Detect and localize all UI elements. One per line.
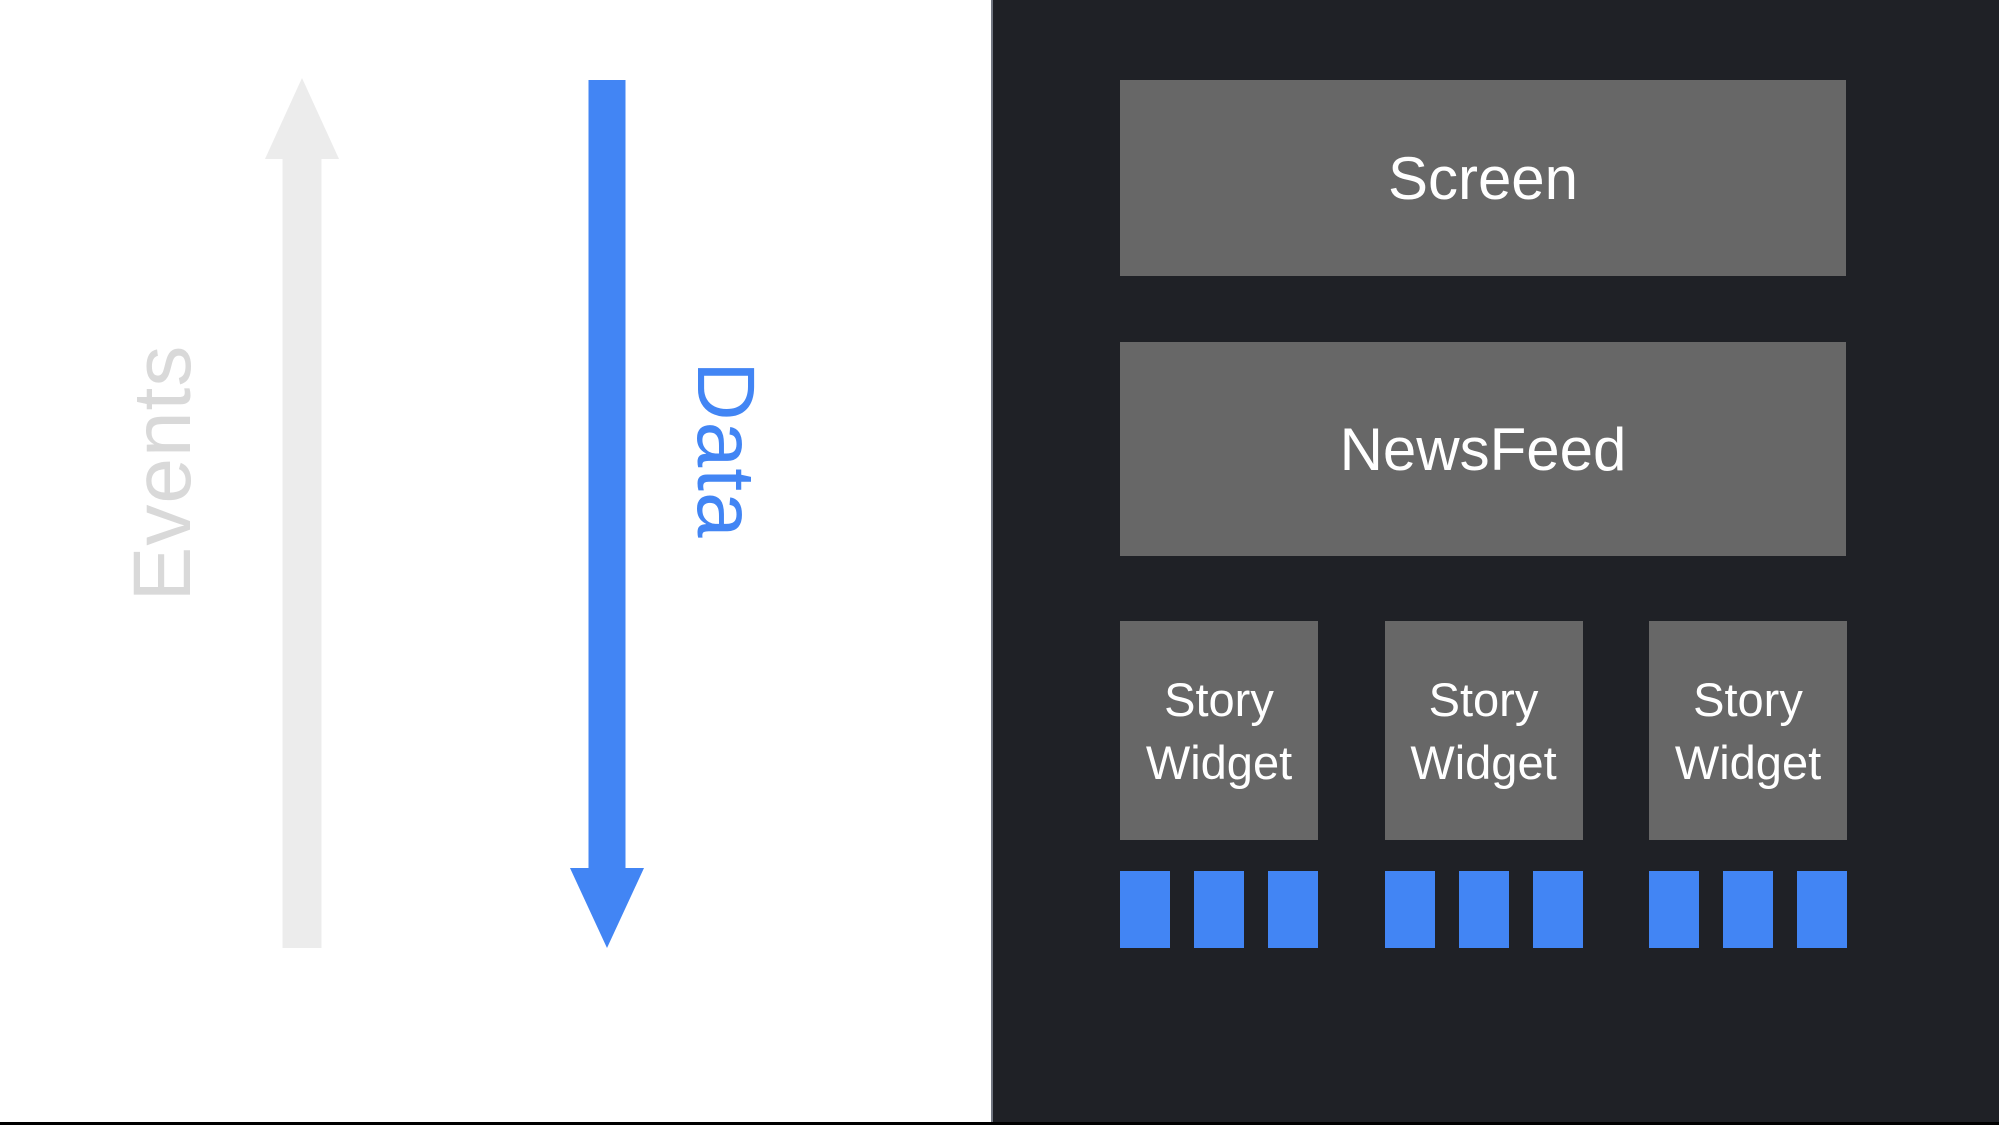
flow-pane: Events Data	[0, 0, 991, 1125]
story-widget-box: Story Widget	[1384, 621, 1583, 840]
story-data-squares	[1120, 871, 1318, 948]
data-square	[1649, 871, 1699, 948]
story-data-squares	[1384, 871, 1583, 948]
events-label: Events	[117, 344, 208, 602]
data-square	[1384, 871, 1435, 948]
story-widget-column: Story Widget	[1384, 621, 1583, 948]
data-square	[1120, 871, 1170, 948]
events-up-arrow-icon	[265, 78, 339, 948]
data-square	[1194, 871, 1244, 948]
newsfeed-box: NewsFeed	[1120, 342, 1846, 556]
data-square	[1797, 871, 1847, 948]
story-widget-column: Story Widget	[1649, 621, 1847, 948]
data-square	[1268, 871, 1318, 948]
story-data-squares	[1649, 871, 1847, 948]
story-widget-box: Story Widget	[1120, 621, 1318, 840]
data-down-arrow-icon	[570, 80, 644, 948]
story-widget-column: Story Widget	[1120, 621, 1318, 948]
data-square	[1723, 871, 1773, 948]
screen-label: Screen	[1387, 144, 1579, 212]
data-square	[1532, 871, 1583, 948]
data-label: Data	[680, 361, 771, 539]
screen-box: Screen	[1120, 80, 1846, 276]
story-widget-row: Story Widget Story Widget Story Widget	[1120, 621, 1847, 948]
newsfeed-label: NewsFeed	[1339, 415, 1627, 483]
data-square	[1458, 871, 1509, 948]
story-widget-box: Story Widget	[1649, 621, 1847, 840]
bottom-edge-line	[0, 1122, 1999, 1125]
